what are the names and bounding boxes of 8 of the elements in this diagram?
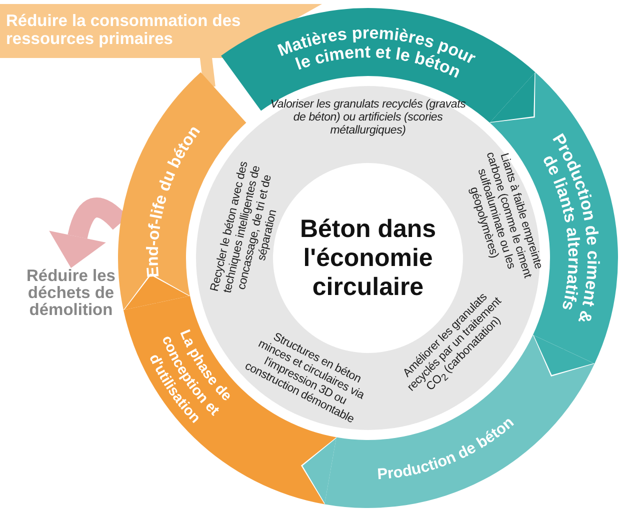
chevron-arrow	[488, 70, 538, 125]
banner-text: Réduire la consommation des ressources primaires	[6, 12, 242, 48]
segment-label: Matières premières pour le ciment et le béton	[275, 23, 479, 82]
center-title: Béton dans l'économie circulaire	[298, 214, 438, 302]
chevron-arrow	[530, 333, 597, 378]
chevron-arrow	[300, 435, 338, 506]
outcome-label: Réduire les déchets de démolition	[16, 268, 126, 318]
description-text: Valoriser les granulats recyclés (gravats de béton) ou artificiels (scories métallurgiques)	[269, 98, 467, 138]
